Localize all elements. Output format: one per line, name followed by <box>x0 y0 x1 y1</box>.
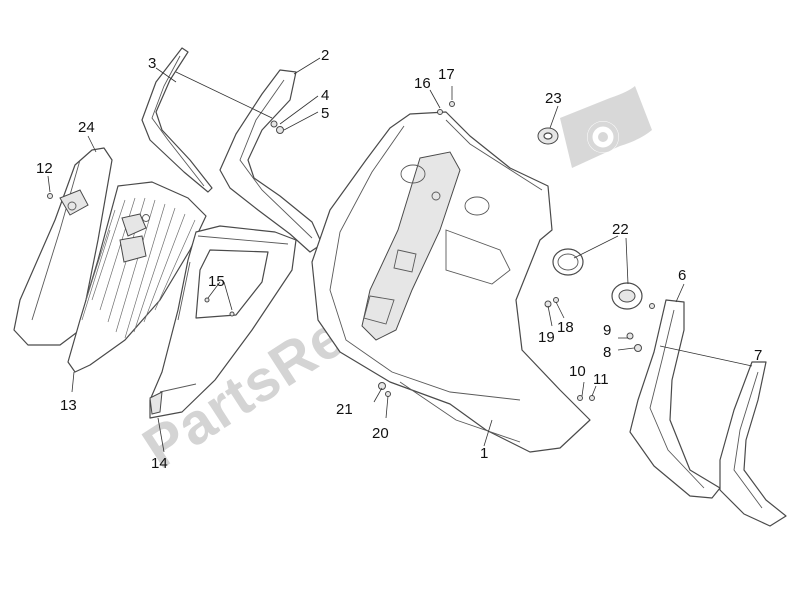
leader-lines <box>47 57 753 453</box>
callout-20: 20 <box>372 425 389 442</box>
screw-4 <box>270 120 278 128</box>
callout-13: 13 <box>60 397 77 414</box>
screw-17 <box>449 101 455 107</box>
part-3-upper-trim <box>141 47 213 193</box>
part-23-grommet <box>537 127 559 145</box>
part-24-side-strip <box>13 147 113 346</box>
callout-10: 10 <box>569 363 586 380</box>
callout-14: 14 <box>151 455 168 472</box>
callout-24: 24 <box>78 119 95 136</box>
callout-22: 22 <box>612 221 629 238</box>
nut-21 <box>378 382 386 390</box>
nut-5 <box>276 126 284 134</box>
callout-23: 23 <box>545 90 562 107</box>
screw-12 <box>47 193 53 199</box>
callout-9: 9 <box>603 322 611 339</box>
callout-1: 1 <box>480 445 488 462</box>
callout-2: 2 <box>321 47 329 64</box>
callout-3: 3 <box>148 55 156 72</box>
callout-15: 15 <box>208 273 225 290</box>
screw-18 <box>553 297 559 303</box>
gear-flag-logo-icon <box>560 86 652 168</box>
nut-8 <box>634 344 642 352</box>
callout-8: 8 <box>603 344 611 361</box>
callout-18: 18 <box>557 319 574 336</box>
callout-5: 5 <box>321 105 329 122</box>
screw-16 <box>437 109 443 115</box>
part-1-front-shield <box>311 111 591 453</box>
callout-6: 6 <box>678 267 686 284</box>
callout-19: 19 <box>538 329 555 346</box>
callout-11: 11 <box>593 371 609 388</box>
part-2-upper-trim <box>219 69 323 253</box>
part-22-badge-covers <box>552 248 655 310</box>
screw-10 <box>577 395 583 401</box>
screw-11 <box>589 395 595 401</box>
callout-4: 4 <box>321 87 329 104</box>
screw-20 <box>385 391 391 397</box>
callout-12: 12 <box>36 160 53 177</box>
callout-17: 17 <box>438 66 455 83</box>
callout-7: 7 <box>754 347 762 364</box>
callout-21: 21 <box>336 401 353 418</box>
part-6-side-panel <box>629 299 721 499</box>
part-14-inner-frame <box>149 225 297 419</box>
callout-16: 16 <box>414 75 431 92</box>
part-7-outer-panel <box>719 361 787 527</box>
screw-9 <box>626 332 634 340</box>
part-13-ribbed-grille <box>67 181 207 373</box>
callout-labels: 1 2 3 4 5 6 7 8 9 10 11 12 13 14 15 16 1… <box>36 47 762 472</box>
